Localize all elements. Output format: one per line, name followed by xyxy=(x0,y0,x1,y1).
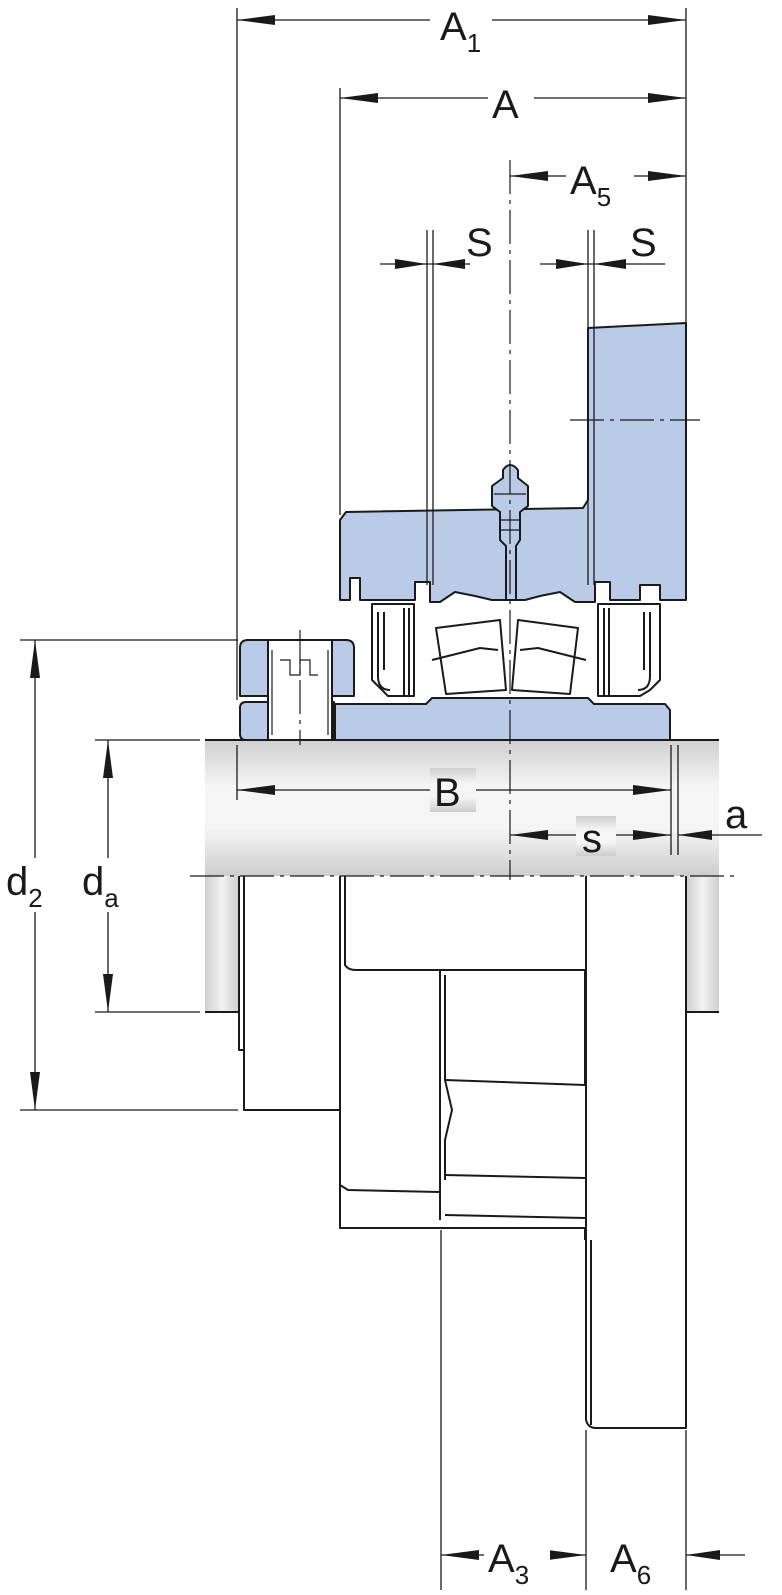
dimension-labels: A1 A A5 S S B s a d2 da A3 A6 xyxy=(4,0,748,1590)
shaft-section-lower-right xyxy=(686,876,719,1012)
label-A6: A6 xyxy=(610,1537,651,1590)
label-a: a xyxy=(725,793,748,837)
roller-right xyxy=(511,619,579,695)
shaft xyxy=(205,739,719,1013)
label-S-right: S xyxy=(630,221,657,265)
label-B: B xyxy=(434,771,461,815)
roller-left xyxy=(435,619,507,695)
extension-lines xyxy=(20,8,687,1590)
label-A: A xyxy=(492,83,519,127)
label-da: da xyxy=(82,860,119,913)
label-s: s xyxy=(582,817,602,861)
housing-exterior-view xyxy=(238,876,687,1429)
label-A1: A1 xyxy=(440,5,481,58)
shaft-section-lower-left xyxy=(205,876,239,1012)
center-lines xyxy=(190,160,735,880)
label-d2: d2 xyxy=(6,860,43,913)
inner-ring xyxy=(334,697,671,741)
label-A3: A3 xyxy=(488,1537,529,1590)
housing-section-view xyxy=(239,322,687,745)
label-A5: A5 xyxy=(570,159,611,212)
label-S-left: S xyxy=(466,221,493,265)
